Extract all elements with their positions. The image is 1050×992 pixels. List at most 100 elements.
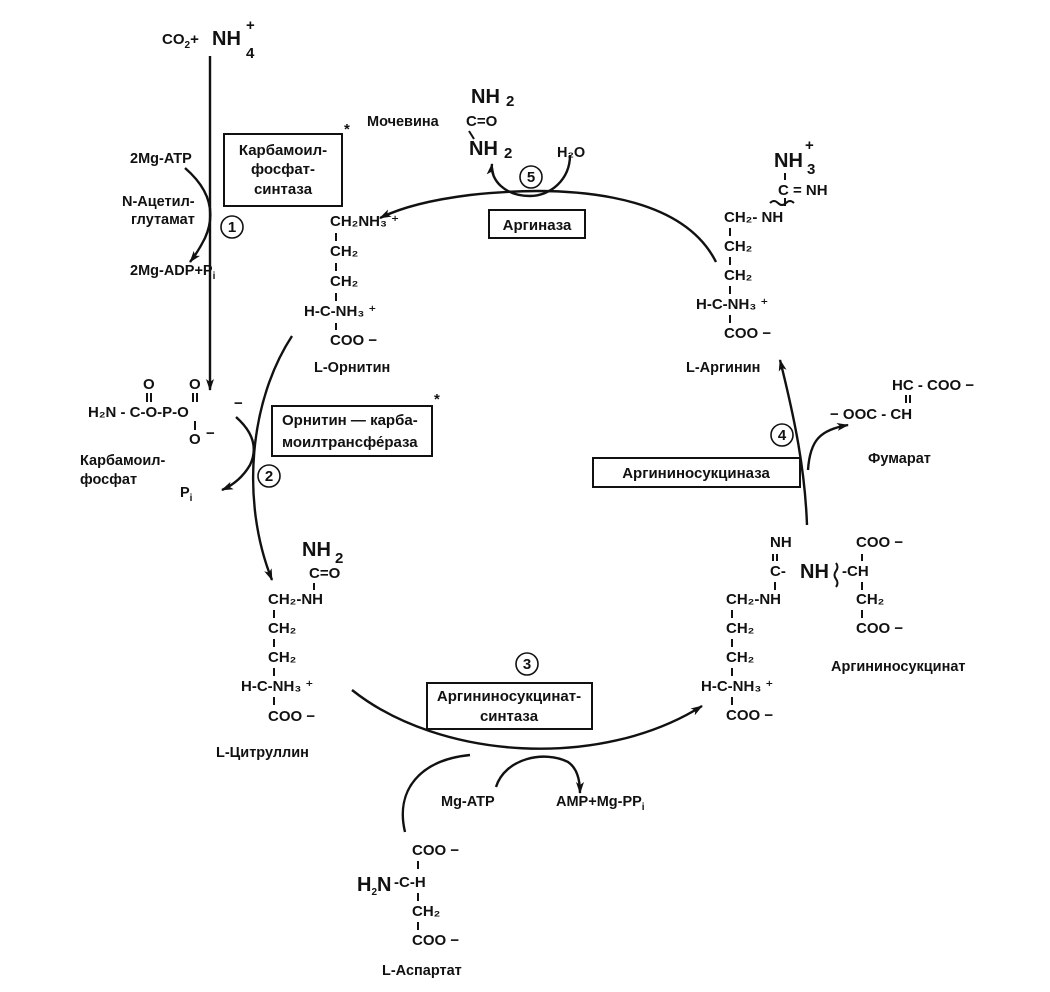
svg-text:Аргининосукциназа: Аргининосукциназа: [622, 465, 770, 482]
step-number-4: 4: [770, 423, 794, 447]
svg-text:NH: NH: [774, 150, 803, 172]
nh4-charge: +: [246, 17, 255, 34]
step-4-fumarate-arrow: [806, 422, 849, 471]
svg-text:H-C-NH₃ ⁺: H-C-NH₃ ⁺: [696, 296, 768, 313]
step-3-atp-label: Mg-ATP: [441, 794, 495, 810]
svg-text:C = NH: C = NH: [778, 182, 828, 199]
svg-text:COO −: COO −: [726, 707, 773, 724]
svg-text:CH₂: CH₂: [330, 273, 358, 290]
ornithine-name: L-Орнитин: [314, 360, 390, 376]
svg-text:3: 3: [807, 161, 815, 178]
svg-text:COO −: COO −: [412, 842, 459, 859]
step-2-pi-arrow: [221, 416, 255, 492]
co2-label: CO2+: [162, 31, 199, 51]
step-4-arrow: [778, 359, 809, 526]
svg-text:CH₂: CH₂: [412, 903, 440, 920]
svg-text:−: −: [234, 395, 243, 412]
svg-text:H-C-NH₃ ⁺: H-C-NH₃ ⁺: [701, 678, 773, 695]
svg-text:COO −: COO −: [856, 620, 903, 637]
svg-text:NH: NH: [770, 534, 792, 551]
svg-text:CH₂: CH₂: [726, 620, 754, 637]
svg-text:C=O: C=O: [466, 113, 498, 130]
svg-text:CH₂: CH₂: [724, 238, 752, 255]
svg-text:C=O: C=O: [309, 565, 341, 582]
svg-text:H-C-NH₃ ⁺: H-C-NH₃ ⁺: [304, 303, 376, 320]
svg-text:NH: NH: [469, 138, 498, 160]
svg-text:5: 5: [527, 169, 535, 186]
svg-text:NH: NH: [302, 539, 331, 561]
aspartate-in-arrow: [401, 753, 471, 833]
svg-text:CH₂NH₃ ⁺: CH₂NH₃ ⁺: [330, 213, 399, 230]
svg-text:3: 3: [523, 656, 531, 673]
svg-text:C-: C-: [770, 563, 786, 580]
citrulline: NH 2 C=O CH₂-NH CH₂ CH₂ H-C-NH₃ ⁺ COO − …: [216, 539, 343, 761]
urea: NH 2 Мочевина C=O NH 2: [367, 86, 514, 162]
input-co2-nh4: CO2+ NH 4 +: [162, 17, 255, 62]
carbamoyl-phosphate-formula: H₂N - C-O-P-O: [88, 404, 189, 421]
svg-text:CH₂: CH₂: [330, 243, 358, 260]
svg-text:-CH: -CH: [842, 563, 869, 580]
svg-text:COO −: COO −: [268, 708, 315, 725]
step-2-pi-label: Pi: [180, 485, 193, 504]
step-1-atp-label: 2Mg-ATP: [130, 151, 192, 167]
fumarate: HC - COO − − OOC - CH Фумарат: [830, 377, 974, 467]
carbamoyl-phosphate-name-2: фосфат: [80, 472, 137, 488]
svg-text:CH₂: CH₂: [268, 620, 296, 637]
regulation-marker: *: [344, 121, 350, 138]
arginine-name: L-Аргинин: [686, 360, 760, 376]
step-1-adp-label: 2Mg-ADP+Pi: [130, 263, 216, 282]
step-3-amp-label: AMP+Mg-PPi: [556, 794, 645, 813]
svg-text:*: *: [434, 391, 440, 408]
svg-text:Аргининосукцинат-: Аргининосукцинат-: [437, 688, 581, 705]
svg-text:CH₂-NH: CH₂-NH: [726, 591, 781, 608]
svg-text:Орнитин — карба-: Орнитин — карба-: [282, 412, 418, 429]
fumarate-name: Фумарат: [868, 451, 931, 467]
enzyme-2-box: Орнитин — карба- моилтрансфе́раза *: [271, 391, 440, 457]
nh4-subscript: 4: [246, 45, 255, 62]
svg-text:1: 1: [228, 219, 236, 236]
urea-name: Мочевина: [367, 114, 440, 130]
step-number-5: 5: [519, 165, 543, 189]
svg-text:2: 2: [504, 145, 512, 162]
nh4-label: NH: [212, 28, 241, 50]
svg-text:Карбамоил-: Карбамоил-: [239, 142, 327, 159]
step-5-water-urea-arrow: [486, 154, 572, 198]
svg-text:COO −: COO −: [412, 932, 459, 949]
svg-text:2: 2: [506, 93, 514, 110]
svg-text:−: −: [206, 425, 215, 442]
argininosuccinate-name: Аргининосукцинат: [831, 659, 966, 675]
svg-text:COO −: COO −: [724, 325, 771, 342]
svg-text:O: O: [189, 376, 201, 393]
svg-text:Аргиназа: Аргиназа: [503, 217, 572, 234]
svg-text:фосфат-: фосфат-: [251, 161, 315, 178]
svg-text:CH₂: CH₂: [268, 649, 296, 666]
citrulline-name: L-Цитруллин: [216, 745, 309, 761]
svg-text:синтаза: синтаза: [254, 181, 313, 198]
argininosuccinate: NH C- NH -CH CH₂-NH CH₂ CH₂ H-C-NH₃ ⁺ CO…: [701, 534, 966, 724]
svg-text:CH₂-NH: CH₂-NH: [268, 591, 323, 608]
arginine: NH 3 + C = NH CH₂- NH CH₂ CH₂ H-C-NH₃ ⁺ …: [686, 137, 828, 376]
svg-text:CH₂: CH₂: [856, 591, 884, 608]
aspartate-name: L-Аспартат: [382, 963, 462, 979]
enzyme-1-box: Карбамоил- фосфат- синтаза *: [223, 121, 350, 207]
svg-text:HC - COO −: HC - COO −: [892, 377, 974, 394]
aspartate: COO − H2N -C-H CH₂ COO − L-Аспартат: [357, 842, 462, 979]
svg-text:− OOC - CH: − OOC - CH: [830, 406, 912, 423]
step-5-water-label: H₂O: [557, 145, 585, 161]
step-number-2: 2: [257, 464, 281, 488]
step-1-activator-line-2: глутамат: [131, 212, 195, 228]
svg-text:COO −: COO −: [330, 332, 377, 349]
svg-text:-C-H: -C-H: [394, 874, 426, 891]
enzyme-4-box: Аргининосукциназа: [592, 457, 801, 488]
step-3-atp-arrow: [494, 755, 584, 794]
step-1-cofactor-arrow: [184, 167, 212, 263]
enzyme-3-box: Аргининосукцинат- синтаза: [426, 682, 593, 730]
svg-text:NH: NH: [800, 561, 829, 583]
svg-text:4: 4: [778, 427, 787, 444]
svg-text:CH₂: CH₂: [724, 267, 752, 284]
svg-text:+: +: [805, 137, 814, 154]
svg-text:CH₂- NH: CH₂- NH: [724, 209, 783, 226]
svg-text:COO −: COO −: [856, 534, 903, 551]
svg-text:2: 2: [265, 468, 273, 485]
